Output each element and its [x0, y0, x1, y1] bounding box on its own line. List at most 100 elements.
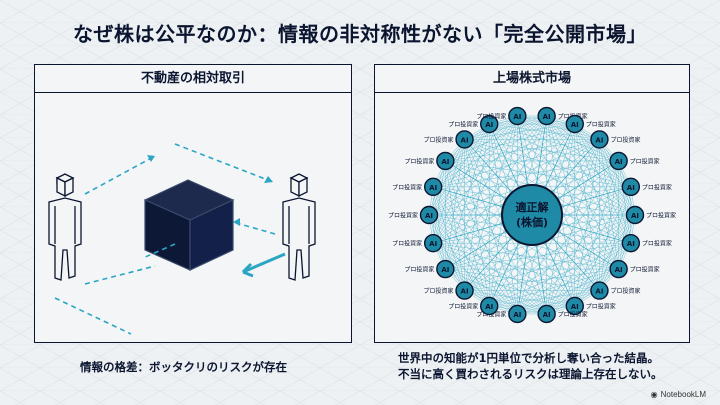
hidden-property-cube-icon: [143, 179, 235, 271]
ai-node-label: AI: [461, 136, 469, 144]
ai-node-circle: [480, 114, 499, 134]
ai-link-line: [517, 115, 600, 140]
ai-link-line: [618, 186, 632, 270]
ai-node-label: AI: [429, 240, 437, 248]
ai-link-line: [517, 115, 636, 216]
ai-link-line: [428, 214, 518, 315]
ai-node-circle: [621, 233, 641, 253]
ai-link-line: [432, 186, 446, 270]
ai-node-label: AI: [631, 212, 639, 220]
ai-link-line: [464, 139, 619, 162]
ai-node-label: AI: [485, 303, 493, 311]
ai-node: AI プロ投資家: [424, 130, 474, 149]
ai-link-line: [433, 243, 490, 307]
ai-node-circle: [423, 233, 443, 253]
ai-node-label: AI: [543, 311, 551, 319]
ai-link-line: [574, 123, 631, 187]
ai-link-line: [428, 139, 465, 216]
notebooklm-branding: ◉NotebookLM: [651, 390, 706, 399]
ai-link-line: [546, 115, 619, 162]
ai-node: AI プロ投資家: [590, 281, 640, 300]
ai-node-circle: [565, 114, 584, 134]
ai-node: AI プロ投資家: [565, 296, 616, 316]
ai-link-line: [428, 214, 575, 307]
pro-investor-label: プロ投資家: [610, 287, 640, 295]
ai-node-circle: [621, 177, 641, 197]
ai-link-line: [464, 290, 547, 315]
ai-node-circle: [537, 106, 556, 126]
real-estate-panel-heading: 不動産の相対取引: [35, 65, 351, 93]
ai-node: AI プロ投資家: [392, 177, 443, 197]
ai-node-label: AI: [513, 113, 521, 121]
ai-link-line: [433, 242, 600, 291]
pro-investor-label: プロ投資家: [392, 183, 422, 191]
pro-investor-label: プロ投資家: [646, 212, 676, 220]
ai-node-label: AI: [485, 121, 493, 129]
ai-node-label: AI: [571, 303, 579, 311]
ai-link-line: [489, 123, 631, 244]
ai-link-line: [517, 115, 619, 162]
ai-node-circle: [455, 130, 474, 149]
stock-caption-line1: 世界中の知能が1円単位で分析し奪い合った結晶。: [398, 351, 659, 365]
pro-investor-label: プロ投資家: [424, 287, 454, 295]
pro-investor-label: プロ投資家: [448, 302, 478, 310]
ai-link-line: [489, 123, 600, 140]
ai-node-circle: [565, 296, 584, 316]
pro-investor-label: プロ投資家: [630, 157, 660, 165]
ai-node-circle: [590, 130, 609, 149]
pro-investor-label: プロ投資家: [404, 266, 434, 274]
ai-link-line: [464, 139, 631, 188]
ai-link-line: [445, 160, 631, 188]
ai-node-label: AI: [595, 288, 603, 296]
price-flow-arrow-icon: [241, 252, 286, 278]
pro-investor-label: プロ投資家: [610, 136, 640, 144]
ai-node-circle: [455, 281, 474, 300]
ai-node-circle: [480, 296, 499, 316]
ai-link-line: [464, 124, 490, 291]
ai-link-line: [517, 290, 600, 315]
ai-link-line: [489, 123, 636, 216]
ai-link-line: [433, 115, 547, 244]
pro-investor-label: プロ投資家: [642, 240, 672, 248]
brand-name: NotebookLM: [660, 390, 706, 399]
ai-node-circle: [508, 106, 527, 126]
pro-investor-label: プロ投資家: [586, 302, 616, 310]
ai-link-line: [546, 268, 619, 315]
ai-link-line: [433, 139, 600, 188]
ai-link-line: [517, 186, 631, 315]
ai-node-label: AI: [429, 184, 437, 192]
ai-node-circle: [423, 177, 443, 197]
ai-link-line: [517, 115, 619, 270]
ai-link-line: [428, 214, 465, 291]
stock-market-panel: 上場株式市場 AIプロ投資家AIプロ投資家AIプロ投資家AIプロ投資家AIプロ投…: [374, 64, 690, 343]
ai-node-circle: [625, 205, 645, 225]
page-title: なぜ株は公平なのか：情報の非対称性がない「完全公開市場」: [73, 22, 647, 46]
ai-node-label: AI: [461, 288, 469, 296]
ai-node-label: AI: [571, 121, 579, 129]
ai-link-line: [432, 186, 490, 307]
ai-link-line: [445, 268, 518, 315]
ai-link-line: [428, 123, 575, 216]
ai-node-label: AI: [513, 311, 521, 319]
pro-investor-label: プロ投資家: [388, 212, 418, 220]
pro-investor-label: プロ投資家: [558, 310, 588, 318]
ai-network-diagram: AIプロ投資家AIプロ投資家AIプロ投資家AIプロ投資家AIプロ投資家AIプロ投…: [388, 106, 676, 324]
stock-market-caption: 世界中の知能が1円単位で分析し奪い合った結晶。 不当に高く買わされるリスクは理論…: [398, 350, 663, 382]
pro-investor-label: プロ投資家: [642, 183, 672, 191]
pro-investor-label: プロ投資家: [424, 136, 454, 144]
price-flow-dash-arrow: [142, 243, 176, 259]
ai-link-line: [599, 139, 636, 216]
ai-link-line: [445, 160, 518, 315]
ai-node-circle: [537, 304, 556, 324]
seller-person-icon: [48, 173, 82, 281]
buyer-person-icon: [282, 173, 316, 281]
